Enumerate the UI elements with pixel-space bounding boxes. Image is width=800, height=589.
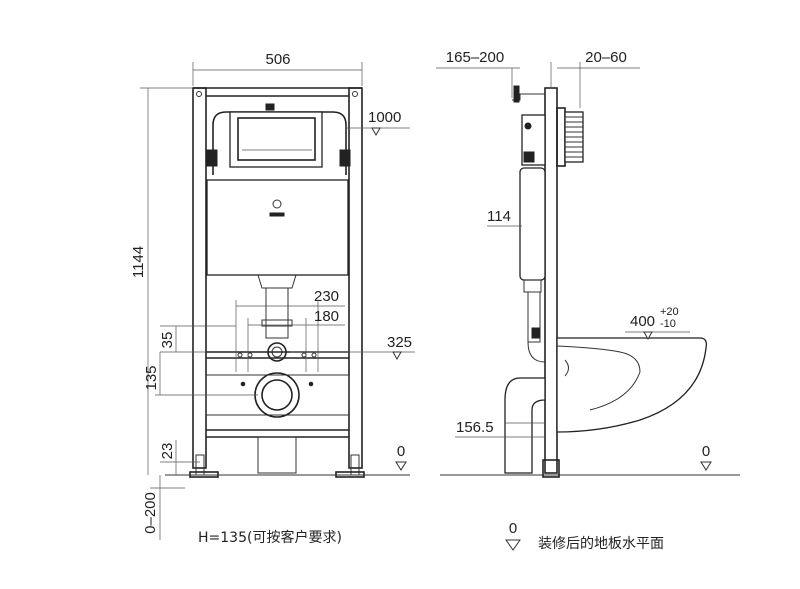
waste-pipe-stub [257, 436, 297, 474]
drain-bracket-bolt-right [308, 381, 314, 387]
dim-135-label: 135 [143, 365, 160, 390]
wall-hung-bowl [556, 337, 708, 433]
depth-dim-label: 165–200 [446, 49, 504, 66]
legend: 0 装修后的地板水平面 [505, 520, 664, 552]
dim-156-label: 156.5 [456, 419, 494, 436]
left-bracket-clip [206, 149, 218, 167]
bowl-inner-contour [556, 345, 641, 411]
right-bracket-clip [339, 149, 351, 167]
top-left-hole [196, 91, 202, 97]
width-dim-label: 506 [265, 51, 290, 68]
top-right-hole [352, 91, 358, 97]
side-valve-knob-2 [523, 151, 535, 163]
cistern-logo-bar [269, 212, 285, 217]
front-floor-level-label: 0 [397, 443, 405, 460]
flush-pipe [265, 287, 289, 339]
front-floor-level-marker [395, 461, 407, 471]
height-dim-label: 1144 [130, 246, 147, 278]
cistern-body [206, 179, 349, 276]
h-note: H=135(可按客户要求) [198, 529, 342, 546]
left-foot-plate [189, 471, 219, 478]
flush-outlet-collar [257, 274, 297, 289]
bowl-height-base: 400 [630, 313, 655, 330]
side-flush-clip [531, 327, 541, 339]
legend-symbol-label: 0 [509, 520, 517, 537]
side-drain-elbow [504, 377, 546, 474]
left-post [192, 87, 207, 469]
side-cistern-outlet [523, 279, 542, 293]
bolt-hole-1 [237, 352, 243, 358]
side-flush-pipe [527, 291, 541, 343]
flush-plate-opening [237, 117, 316, 161]
right-foot-plate [335, 471, 365, 478]
top-clip [265, 103, 275, 111]
dim-325-marker [392, 351, 402, 361]
front-view: 506 1144 1000 230 180 35 325 135 [130, 51, 415, 546]
bowl-floor-level-label: 0 [702, 443, 710, 460]
right-foot-rod [350, 454, 360, 476]
side-top-clip [513, 85, 520, 103]
side-flush-elbow [527, 341, 546, 363]
dim-230-label: 230 [314, 288, 339, 305]
legend-level-marker [505, 539, 521, 551]
bolt-hole-3 [301, 352, 307, 358]
bowl-height-tol-plus: +20 [660, 306, 679, 318]
dim-180-label: 180 [314, 308, 339, 325]
flush-height-marker [371, 127, 381, 137]
bowl-height-tol-minus: -10 [660, 318, 676, 330]
side-frame-upright [544, 87, 558, 474]
right-post [348, 87, 363, 469]
drain-outlet-inner [261, 379, 293, 411]
bowl-height-marker [643, 331, 653, 341]
flush-pipe-band [261, 319, 293, 327]
flush-height-label: 1000 [368, 109, 401, 126]
drain-bracket-bolt-left [240, 381, 246, 387]
dim-325-label: 325 [387, 334, 412, 351]
bowl-floor-level-marker [700, 461, 712, 471]
legend-text: 装修后的地板水平面 [538, 536, 664, 552]
dim-0-200-label: 0–200 [142, 492, 159, 534]
cistern-logo [272, 199, 282, 209]
wall-plate [556, 107, 566, 167]
flush-plate-frame [229, 111, 323, 168]
dim-23-label: 23 [159, 443, 176, 460]
side-view: 165–200 20–60 114 156.5 0 400 +20 -10 0 [436, 49, 740, 478]
bolt-hole-4 [311, 352, 317, 358]
side-valve-knob-1 [524, 122, 532, 130]
bolt-hole-2 [247, 352, 253, 358]
left-foot-rod [195, 454, 205, 476]
side-foot [542, 459, 560, 478]
bowl-outlet-detail [564, 359, 569, 377]
dim-114-label: 114 [487, 208, 511, 225]
dim-35-label: 35 [159, 332, 176, 349]
side-cistern [519, 167, 546, 281]
wall-gap-label: 20–60 [585, 49, 627, 66]
